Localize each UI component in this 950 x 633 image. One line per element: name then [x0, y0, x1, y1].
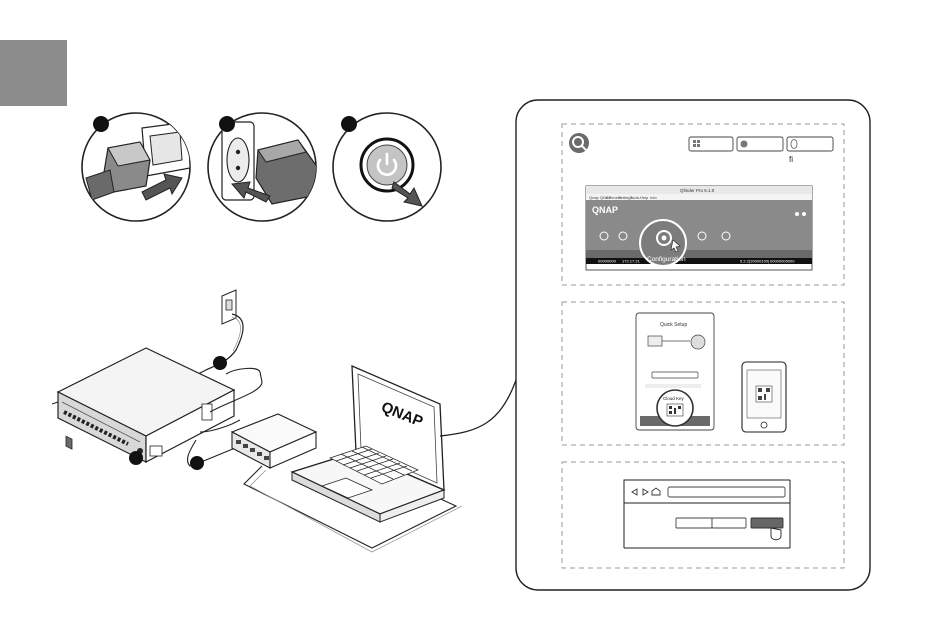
configuration-label: Configuration [647, 256, 686, 263]
os-download-buttons [689, 137, 833, 151]
wall-outlet-icon [222, 290, 236, 324]
qfinder-logo: QNAP [592, 205, 618, 215]
cloud-key-label: Cloud Key [663, 396, 685, 401]
smartphone-device [742, 362, 786, 432]
network-switch-device [232, 414, 316, 468]
instruction-panel: fi Qfinder Pro 6.1.0 Qnap QNAP Connect S… [516, 100, 870, 590]
pointer-hand-icon [771, 528, 781, 540]
qfinder-window-title: Qfinder Pro 6.1.0 [680, 188, 715, 193]
qfinder-app-icon [569, 133, 589, 153]
login-field-1[interactable] [676, 518, 712, 528]
nas-rackmount-device [52, 348, 234, 462]
address-bar-input[interactable] [668, 487, 785, 497]
menu-item-4[interactable]: Tools [630, 195, 639, 200]
row-value-1: 00000000 [598, 259, 617, 264]
phone-qr-scan-icon [756, 386, 772, 402]
step-1-plug-nas-illustration [82, 113, 190, 221]
step-3-marker [341, 116, 357, 132]
menu-item-6[interactable]: Info [650, 195, 657, 200]
step-3-power-button-illustration [333, 113, 441, 221]
step-2-marker [219, 116, 235, 132]
step-1-marker [93, 116, 109, 132]
login-button[interactable] [751, 518, 783, 528]
row-value-2: 172.17.21 [622, 259, 641, 264]
cable-marker-network [190, 456, 204, 470]
cable-marker-nas [129, 451, 143, 465]
qr-code-icon [667, 404, 683, 416]
qfinder-window: Qfinder Pro 6.1.0 Qnap QNAP Connect Sett… [586, 186, 812, 270]
row-value-4: 00000000000 [770, 259, 795, 264]
quick-setup-page: Quick Setup Cloud Key [636, 313, 714, 430]
menu-item-5[interactable]: Help [640, 195, 649, 200]
step-2-plug-outlet-illustration [208, 113, 318, 221]
apple-icon [741, 141, 748, 148]
row-value-3: 5.2.2(20000100) [740, 259, 770, 264]
quick-setup-title: Quick Setup [660, 322, 687, 328]
quick-setup-input[interactable] [652, 372, 698, 378]
cable-marker-power [213, 356, 227, 370]
login-field-2[interactable] [712, 518, 746, 528]
superscript-note: fi [789, 155, 793, 164]
